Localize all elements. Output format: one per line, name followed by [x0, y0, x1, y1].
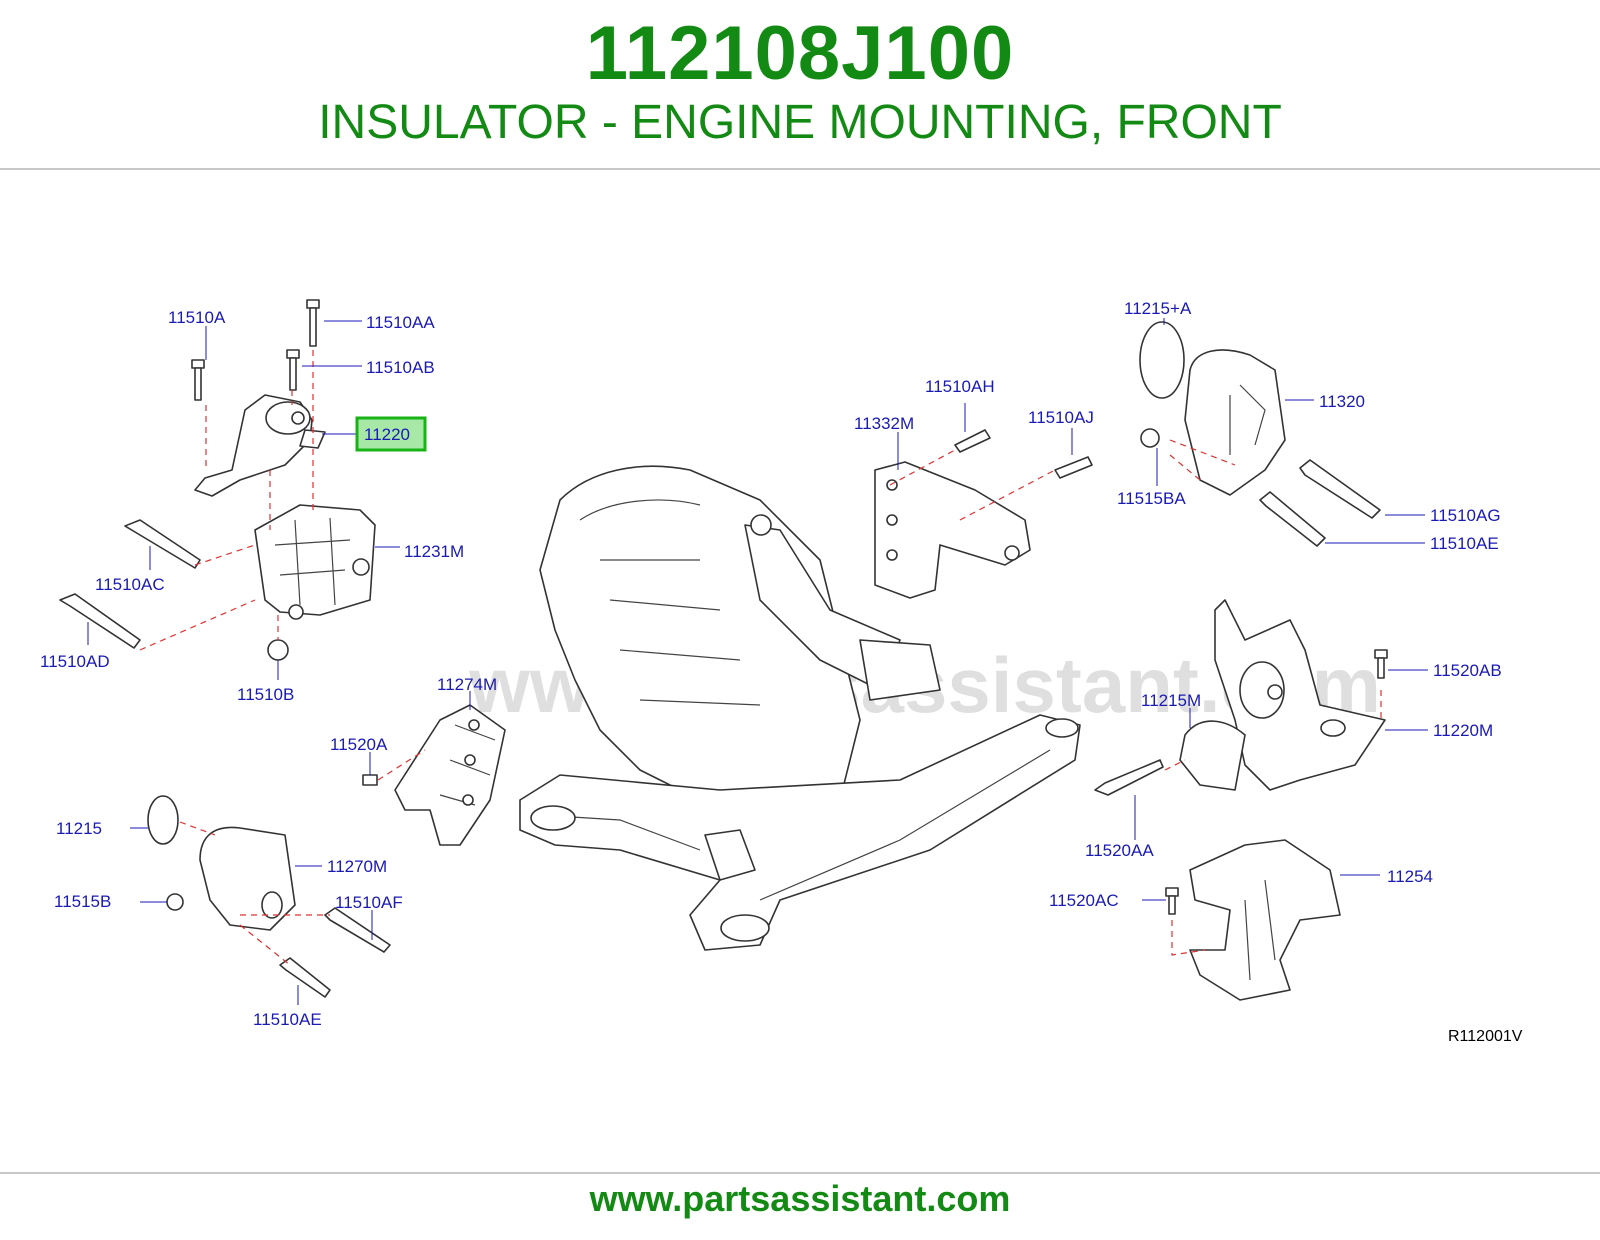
label-11510AJ[interactable]: 11510AJ	[1028, 408, 1094, 427]
label-11510AH[interactable]: 11510AH	[925, 377, 995, 396]
label-11520AB[interactable]: 11520AB	[1433, 661, 1502, 680]
label-11510AF[interactable]: 11510AF	[335, 893, 403, 912]
label-11220-highlighted[interactable]: 11220	[364, 425, 410, 444]
label-11510AC[interactable]: 11510AC	[95, 575, 165, 594]
label-11270M[interactable]: 11270M	[327, 857, 387, 876]
part-11320-mount-drawing	[1139, 321, 1381, 547]
label-11332M[interactable]: 11332M	[854, 414, 914, 433]
footer-divider	[0, 1172, 1600, 1174]
label-11515BA[interactable]: 11515BA	[1117, 489, 1186, 508]
label-11220M[interactable]: 11220M	[1433, 721, 1493, 740]
label-11510AG[interactable]: 11510AG	[1430, 506, 1501, 525]
label-11510B[interactable]: 11510B	[237, 685, 294, 704]
label-11215-plus-A[interactable]: 11215+A	[1124, 299, 1192, 318]
bolts-upper-left-drawing	[59, 299, 320, 661]
label-11510AE-right[interactable]: 11510AE	[1430, 534, 1499, 553]
label-11520AC[interactable]: 11520AC	[1049, 891, 1119, 910]
leader-lines	[87, 318, 1428, 1005]
label-11215[interactable]: 11215	[56, 819, 102, 838]
drawing-code: R112001V	[1448, 1028, 1523, 1045]
label-11520AA[interactable]: 11520AA	[1085, 841, 1154, 860]
label-11510AA[interactable]: 11510AA	[366, 313, 435, 332]
part-11254-bracket-drawing	[1165, 839, 1341, 1001]
label-11274M[interactable]: 11274M	[437, 675, 497, 694]
part-number-title: 112108J100	[585, 11, 1015, 96]
part-11220-insulator-drawing	[194, 394, 326, 497]
label-11510AE-left[interactable]: 11510AE	[253, 1010, 322, 1029]
label-11510A[interactable]: 11510A	[168, 308, 226, 327]
highlight-box-11220[interactable]	[355, 416, 427, 452]
footer-website[interactable]: www.partsassistant.com	[589, 1178, 1011, 1219]
label-11520A[interactable]: 11520A	[330, 735, 388, 754]
part-description: INSULATOR - ENGINE MOUNTING, FRONT	[318, 96, 1282, 149]
label-11231M[interactable]: 11231M	[404, 542, 464, 561]
label-11254[interactable]: 11254	[1387, 867, 1433, 886]
part-11270M-mount-drawing	[147, 795, 391, 998]
label-11320[interactable]: 11320	[1319, 392, 1365, 411]
label-11510AB[interactable]: 11510AB	[366, 358, 435, 377]
label-11515B[interactable]: 11515B	[54, 892, 111, 911]
part-11332M-bracket-drawing	[874, 429, 1093, 599]
header-divider	[0, 168, 1600, 170]
part-11220M-mount-drawing	[1094, 599, 1388, 796]
part-11231M-bracket-drawing	[254, 504, 376, 620]
label-11510AD[interactable]: 11510AD	[40, 652, 110, 671]
part-11274M-bracket-drawing	[362, 704, 506, 846]
label-11215M[interactable]: 11215M	[1141, 691, 1201, 710]
engine-subframe-drawing	[519, 465, 1081, 951]
